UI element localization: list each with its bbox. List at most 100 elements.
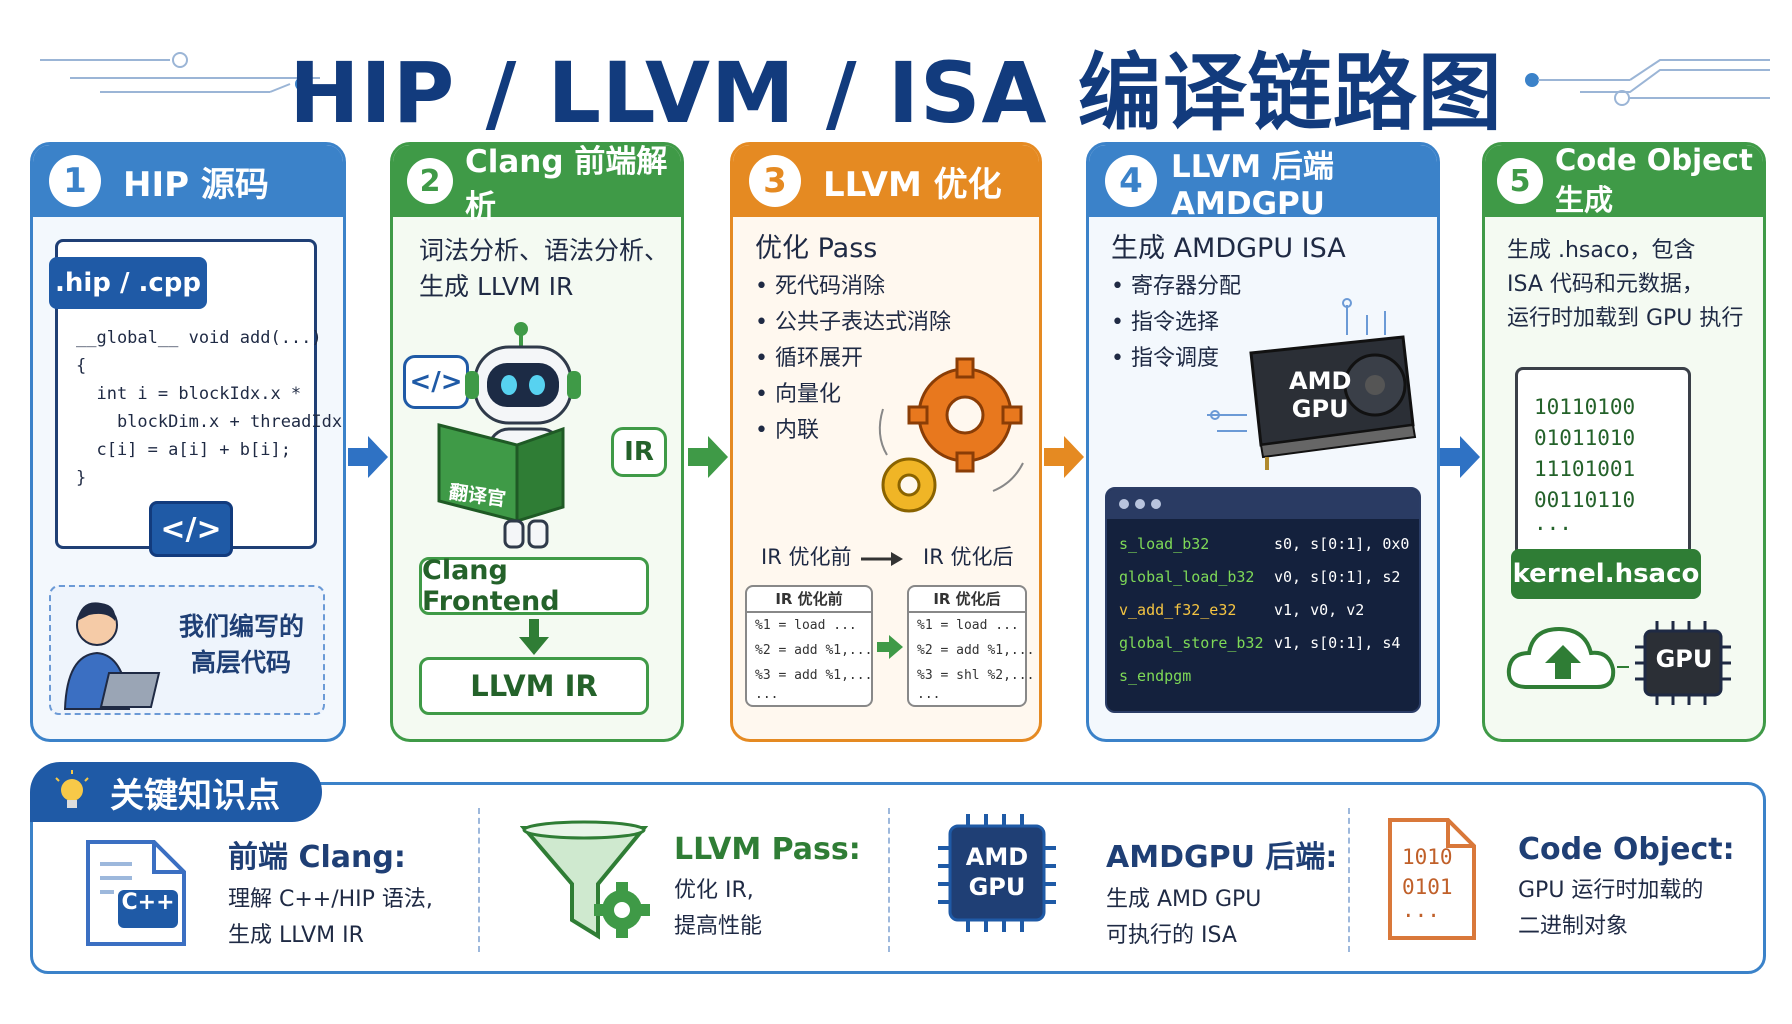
stage-description: 词法分析、语法分析、: [419, 236, 670, 265]
gpu-label-line: AMD: [1289, 367, 1352, 395]
before-label: IR 优化前: [761, 545, 852, 569]
stage-hip-source: 1 HIP 源码 __global__ void add(...) { int …: [30, 142, 346, 742]
key-points-tab: 关键知识点: [30, 762, 322, 822]
ir-line: ...: [917, 687, 941, 702]
stage-llvm-optimization: 3 LLVM 优化 优化 Pass 死代码消除 公共子表达式消除 循环展开 向量…: [730, 142, 1042, 742]
stage-description: ISA 代码和元数据，: [1507, 272, 1704, 297]
ir-line: %3 = add %1,...: [755, 668, 873, 683]
isa-operands: s0, s[0:1], 0x0: [1274, 534, 1410, 553]
flow-arrow: [348, 436, 388, 478]
ir-after-box: IR 优化后 %1 = load ... %2 = add %1,... %3 …: [907, 585, 1035, 707]
gpu-chip-label: GPU: [1655, 645, 1713, 673]
key-point-title: 前端 Clang:: [228, 840, 406, 875]
isa-row: v_add_f32_e32 v1, v0, v2: [1107, 593, 1419, 626]
key-point-description: 优化 IR, 提高性能: [674, 873, 861, 945]
funnel-gear-icon: [520, 820, 650, 940]
isa-row: global_load_b32 v0, s[0:1], s2: [1107, 560, 1419, 593]
stage-number-badge: 1: [49, 155, 101, 207]
stage-header: 3 LLVM 优化: [733, 145, 1039, 217]
code-icon: </>: [149, 501, 233, 557]
isa-operands: v1, s[0:1], s4: [1274, 633, 1401, 652]
gpu-label-line: GPU: [1291, 395, 1349, 423]
divider: [888, 808, 890, 952]
isa-row: s_endpgm: [1107, 659, 1419, 692]
description-line: 优化 IR,: [674, 878, 754, 903]
pass-list: 死代码消除 公共子表达式消除 循环展开 向量化 内联: [755, 269, 951, 449]
key-point-title: Code Object:: [1518, 832, 1735, 867]
description-line: 生成 AMD GPU: [1106, 887, 1262, 912]
down-arrow: [519, 619, 549, 655]
key-point-item: LLVM Pass: 优化 IR, 提高性能: [674, 832, 861, 945]
binary-icon-text: 1010 0101 ...: [1402, 842, 1453, 921]
llvm-ir-box: LLVM IR: [419, 657, 649, 715]
stage-code-object: 5 Code Object 生成 生成 .hsaco，包含 ISA 代码和元数据…: [1482, 142, 1766, 742]
stage-clang-frontend: 2 Clang 前端解析 词法分析、语法分析、 生成 LLVM IR </> I…: [390, 142, 684, 742]
stage-title: LLVM 优化: [823, 164, 1002, 205]
stage-header: 2 Clang 前端解析: [393, 145, 681, 225]
stage-header: 5 Code Object 生成: [1485, 145, 1763, 217]
pass-heading: 优化 Pass: [755, 233, 878, 264]
isa-opcode: global_store_b32: [1119, 633, 1264, 652]
key-points-panel: [30, 782, 1766, 974]
circuit-decoration-left: [40, 52, 320, 93]
description-line: 理解 C++/HIP 语法,: [228, 887, 433, 912]
ir-box-title: IR 优化前: [747, 587, 871, 613]
backend-heading: 生成 AMDGPU ISA: [1111, 233, 1346, 264]
list-item: 公共子表达式消除: [755, 305, 951, 341]
list-item: 向量化: [755, 377, 951, 413]
ir-speech-bubble: IR: [611, 427, 667, 477]
binary-file-document: 10110100 01011010 11101001 00110110 ...: [1515, 367, 1691, 557]
divider: [1348, 808, 1350, 952]
gears-icon: [878, 357, 1024, 513]
stage-number-badge: 5: [1497, 158, 1543, 204]
chip-label-line: GPU: [968, 873, 1026, 901]
stage-description: 生成 .hsaco，包含: [1507, 238, 1696, 263]
isa-row: global_store_b32 v1, s[0:1], s4: [1107, 626, 1419, 659]
robot-translator-icon: [437, 322, 581, 549]
binary-line: 01011010: [1534, 426, 1636, 450]
stage-number-badge: 4: [1105, 155, 1157, 207]
code-line: {: [76, 356, 87, 376]
cpp-file-icon: [86, 840, 186, 946]
isa-operands: v0, s[0:1], s2: [1274, 567, 1401, 586]
gpu-card-icon: [1207, 298, 1417, 470]
lightbulb-icon: [55, 770, 89, 808]
flow-arrow: [1044, 436, 1084, 478]
divider: [478, 808, 480, 952]
list-item: 指令调度: [1111, 341, 1241, 377]
cpp-icon-label: C++: [121, 890, 175, 915]
file-extension-tag: .hip / .cpp: [49, 257, 207, 309]
stage-description: 生成 LLVM IR: [419, 272, 574, 301]
description-line: 二进制对象: [1518, 914, 1629, 939]
caption-line: 我们编写的: [179, 612, 305, 641]
stage-title: LLVM 后端 AMDGPU: [1171, 148, 1334, 222]
ir-before-box: IR 优化前 %1 = load ... %2 = add %1,... %3 …: [745, 585, 873, 707]
stage-header: 1 HIP 源码: [33, 145, 343, 217]
list-item: 死代码消除: [755, 269, 951, 305]
description-line: GPU 运行时加载的: [1518, 878, 1704, 903]
stage-title: HIP 源码: [123, 164, 269, 205]
code-line: __global__ void add(...): [76, 328, 322, 348]
flow-arrow: [688, 436, 728, 478]
code-block: __global__ void add(...) { int i = block…: [76, 324, 346, 492]
ir-line: %2 = add %1,...: [755, 643, 873, 658]
description-line: 提高性能: [674, 914, 763, 939]
stage-number-badge: 3: [749, 155, 801, 207]
stage-title: Code Object 生成: [1555, 143, 1753, 217]
binary-line: 10110100: [1534, 395, 1636, 419]
binary-line: 11101001: [1534, 457, 1636, 481]
code-line: blockDim.x + threadIdx.x;: [76, 412, 346, 432]
code-speech-bubble: </>: [403, 355, 469, 409]
circuit-decoration-right: [1525, 59, 1770, 106]
list-item: 指令选择: [1111, 305, 1241, 341]
developer-laptop-icon: [63, 602, 161, 710]
ir-line: %2 = add %1,...: [917, 643, 1035, 658]
isa-row: s_load_b32 s0, s[0:1], 0x0: [1107, 527, 1419, 560]
terminal-titlebar: [1107, 489, 1419, 519]
isa-opcode: v_add_f32_e32: [1119, 600, 1237, 619]
key-point-item: AMDGPU 后端: 生成 AMD GPU 可执行的 ISA: [1106, 832, 1337, 954]
developer-caption-box: 我们编写的 高层代码: [49, 585, 325, 715]
right-arrow: [861, 552, 903, 566]
flow-arrow: [1440, 436, 1480, 478]
chip-label-line: AMD: [965, 843, 1029, 871]
